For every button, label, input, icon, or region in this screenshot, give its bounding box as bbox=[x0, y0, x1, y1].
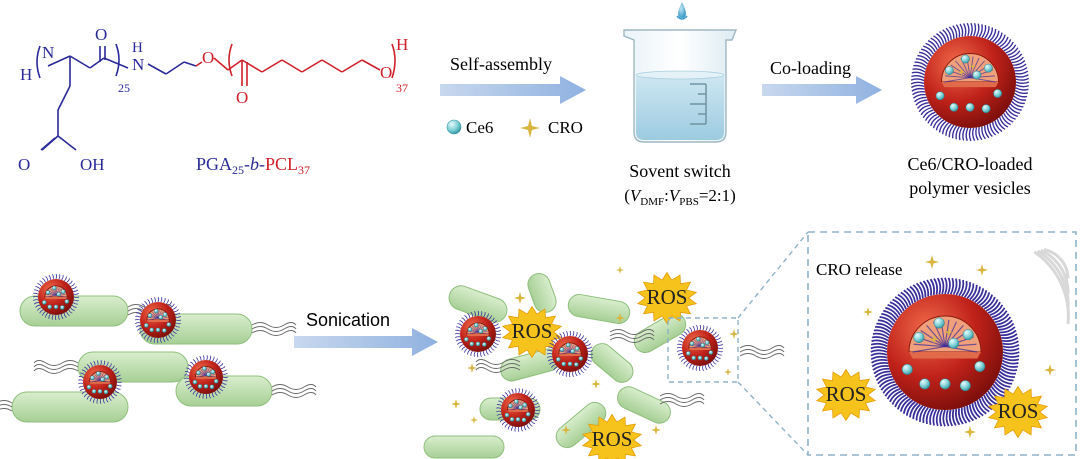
atom-o-right: O bbox=[380, 63, 392, 82]
zoom-scene: ROS ROS bbox=[815, 248, 1070, 439]
atom-h-right: H bbox=[396, 35, 408, 54]
ce6-legend-icon bbox=[446, 119, 462, 135]
bacterium-fragment bbox=[633, 313, 687, 353]
atom-h-mid: H bbox=[132, 40, 143, 56]
pcl-bonds bbox=[195, 43, 396, 86]
ros-label: ROS bbox=[512, 319, 553, 343]
polymer-vesicle bbox=[134, 296, 182, 344]
polymer-vesicle bbox=[184, 355, 228, 399]
sonic-wave bbox=[1033, 250, 1070, 325]
cro-star bbox=[514, 292, 526, 304]
cro-star bbox=[1044, 364, 1056, 376]
cro-star bbox=[651, 425, 661, 435]
atom-o-acid: O bbox=[18, 155, 30, 174]
zoom-panel bbox=[807, 231, 1077, 456]
bacterium bbox=[19, 295, 129, 327]
polymer-vesicle bbox=[454, 310, 502, 358]
atom-n-mid: N bbox=[132, 55, 144, 74]
linker-bonds bbox=[165, 61, 197, 75]
cro-star bbox=[863, 307, 873, 317]
polymer-vesicle bbox=[676, 324, 724, 372]
bacterium bbox=[11, 391, 129, 423]
bacterium-fragment bbox=[423, 435, 505, 459]
atom-o-carbonyl: O bbox=[236, 88, 248, 107]
bacterium-fragment bbox=[590, 343, 634, 383]
cro-star bbox=[964, 426, 976, 438]
bacteria-with-vesicles bbox=[0, 273, 317, 423]
bacterium-fragment bbox=[448, 285, 508, 323]
sonic-wave bbox=[1043, 248, 1070, 279]
zoom-connector-bottom bbox=[737, 381, 809, 456]
cro-star bbox=[615, 313, 625, 323]
ros-label: ROS bbox=[592, 427, 633, 451]
cro-star bbox=[976, 264, 988, 276]
polymer-name: PGA25-b-PCL37 bbox=[196, 154, 310, 177]
bacterium-fragment bbox=[527, 273, 557, 313]
ros-burst: ROS bbox=[987, 385, 1049, 439]
ros-burst: ROS bbox=[636, 271, 698, 325]
polymer-vesicle bbox=[78, 360, 122, 404]
cro-star bbox=[724, 368, 732, 376]
sonication-arrow bbox=[294, 328, 438, 356]
polymer-vesicle bbox=[32, 273, 80, 321]
atom-h-left: H bbox=[20, 65, 32, 84]
ros-label: ROS bbox=[998, 399, 1039, 423]
polymer-structure: H N O 25 N H O OH bbox=[18, 25, 408, 177]
solvent-ratio: (VDMF:VPBS=2:1) bbox=[624, 186, 736, 208]
co-loading-arrow bbox=[762, 76, 882, 104]
cro-release-label: CRO release bbox=[816, 260, 902, 279]
co-loading-label: Co-loading bbox=[770, 58, 851, 78]
atom-o-ester: O bbox=[202, 48, 214, 67]
zoom-source-box bbox=[667, 317, 739, 383]
atom-n-top: N bbox=[42, 43, 54, 62]
beaker bbox=[623, 2, 738, 143]
cro-star bbox=[561, 425, 571, 435]
sonication-label: Sonication bbox=[306, 310, 390, 330]
ros-label: ROS bbox=[647, 285, 688, 309]
ros-label: ROS bbox=[826, 382, 867, 406]
polymer-vesicle bbox=[496, 388, 540, 432]
repeat-37: 37 bbox=[396, 81, 408, 95]
atom-o-top: O bbox=[95, 25, 107, 44]
cro-star bbox=[944, 328, 953, 337]
polymer-vesicle bbox=[546, 330, 594, 378]
zoom-vesicle-cutaway bbox=[870, 277, 1020, 427]
vesicle-label-line2: polymer vesicles bbox=[909, 178, 1030, 198]
atom-oh-acid: OH bbox=[80, 155, 105, 174]
cro-star bbox=[929, 334, 939, 345]
loaded-vesicle-cutaway bbox=[910, 22, 1030, 142]
cro-star bbox=[969, 63, 977, 70]
beaker-label: Sovent switch bbox=[629, 161, 731, 181]
cro-legend-icon bbox=[520, 118, 540, 138]
ce6-legend-label: Ce6 bbox=[466, 118, 493, 137]
cro-star bbox=[451, 399, 461, 409]
pga-bonds bbox=[36, 43, 167, 151]
bacterium-fragment bbox=[567, 294, 631, 324]
cro-star bbox=[467, 363, 477, 373]
repeat-25: 25 bbox=[118, 81, 130, 95]
cro-star bbox=[616, 266, 624, 274]
cro-star bbox=[957, 68, 966, 76]
sonic-wave bbox=[1040, 248, 1070, 294]
loaded-vesicle bbox=[910, 22, 1030, 142]
self-assembly-label: Self-assembly bbox=[450, 54, 552, 74]
sonicated-bacteria-scene: ROS ROS ROS bbox=[423, 266, 785, 459]
cro-star bbox=[470, 416, 478, 424]
zoom-connector-top bbox=[737, 231, 809, 319]
ros-burst: ROS bbox=[501, 305, 563, 359]
vesicle-label-line1: Ce6/CRO-loaded bbox=[908, 154, 1033, 174]
ros-burst: ROS bbox=[581, 413, 643, 459]
ros-burst: ROS bbox=[815, 368, 877, 422]
self-assembly-arrow bbox=[440, 76, 586, 104]
cro-star bbox=[925, 255, 939, 269]
cro-star bbox=[591, 379, 601, 389]
drop-icon bbox=[678, 2, 686, 18]
cro-legend-label: CRO bbox=[548, 118, 583, 137]
cro-star bbox=[729, 329, 739, 339]
bacterium-fragment bbox=[617, 386, 671, 424]
